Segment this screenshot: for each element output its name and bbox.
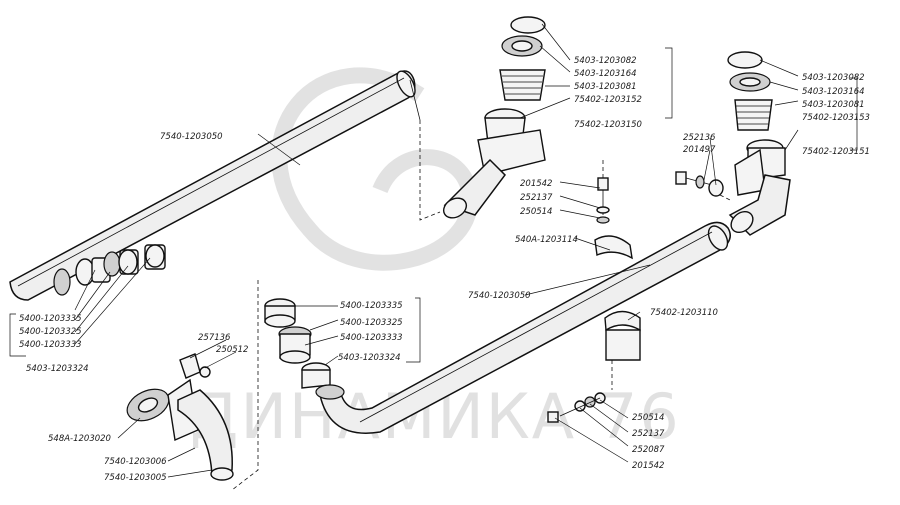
label-flange2: 7540-1203005 <box>104 473 167 483</box>
center-bolt-set <box>594 160 633 260</box>
label-c-bracket: 540A-1203114 <box>515 235 578 245</box>
top-pipe <box>9 70 416 301</box>
label-b-washer: 252137 <box>632 429 665 439</box>
label-c-washer2: 252137 <box>520 193 553 203</box>
label-m-clamp: 5400-1203335 <box>340 301 403 311</box>
leader-lines <box>9 23 858 478</box>
label-c-nut: 250514 <box>520 207 552 217</box>
label-r-bolt1: 252136 <box>683 133 716 143</box>
label-gasket: 548A-1203020 <box>48 434 111 444</box>
right-elbow-assembly <box>727 51 791 236</box>
right-bolt-set <box>675 171 731 201</box>
label-l-washer: 250512 <box>216 345 248 355</box>
label-r-washer: 5403-1203164 <box>802 87 865 97</box>
label-tl-clamp: 5400-1203335 <box>19 314 82 324</box>
label-m-assembly: 5403-1203324 <box>338 353 401 363</box>
label-b-washer2: 252087 <box>632 445 665 455</box>
label-b-bolt: 201542 <box>632 461 664 471</box>
label-c-ring: 5403-1203082 <box>574 56 637 66</box>
long-pipe-bracket <box>604 310 641 390</box>
label-long-pipe: 7540-1203050 <box>468 291 531 301</box>
center-elbow-assembly <box>409 16 546 221</box>
part-labels: 7540-1203050 5400-1203335 5400-1203325 5… <box>19 56 870 483</box>
label-c-washer: 5403-1203164 <box>574 69 637 79</box>
middle-clamp-stack <box>231 280 345 491</box>
label-r-elbow: 75402-1203153 <box>802 113 870 123</box>
top-left-clamp-set <box>53 244 166 296</box>
left-flange-assembly <box>126 353 234 481</box>
label-c-group: 75402-1203150 <box>574 120 642 130</box>
label-r-bolt2: 201497 <box>683 145 716 155</box>
label-r-spring: 5403-1203081 <box>802 100 865 110</box>
label-r-group: 75402-1203151 <box>802 147 870 157</box>
label-m-ring: 5400-1203333 <box>340 333 403 343</box>
label-bracket2: 75402-1203110 <box>650 308 718 318</box>
label-tl-sleeve: 5400-1203325 <box>19 327 82 337</box>
label-top-pipe: 7540-1203050 <box>160 132 223 142</box>
label-flange1: 7540-1203006 <box>104 457 167 467</box>
label-b-nut: 250514 <box>632 413 664 423</box>
label-tl-ring: 5400-1203333 <box>19 340 82 350</box>
label-l-bolt: 257136 <box>198 333 231 343</box>
long-pipe <box>319 221 731 434</box>
label-tl-assembly: 5403-1203324 <box>26 364 89 374</box>
label-c-bolt: 201542 <box>520 179 552 189</box>
label-c-spring: 5403-1203081 <box>574 82 637 92</box>
bottom-bolt-set <box>547 392 606 423</box>
label-r-ring: 5403-1203082 <box>802 73 865 83</box>
label-m-sleeve: 5400-1203325 <box>340 318 403 328</box>
label-c-elbow: 75402-1203152 <box>574 95 642 105</box>
